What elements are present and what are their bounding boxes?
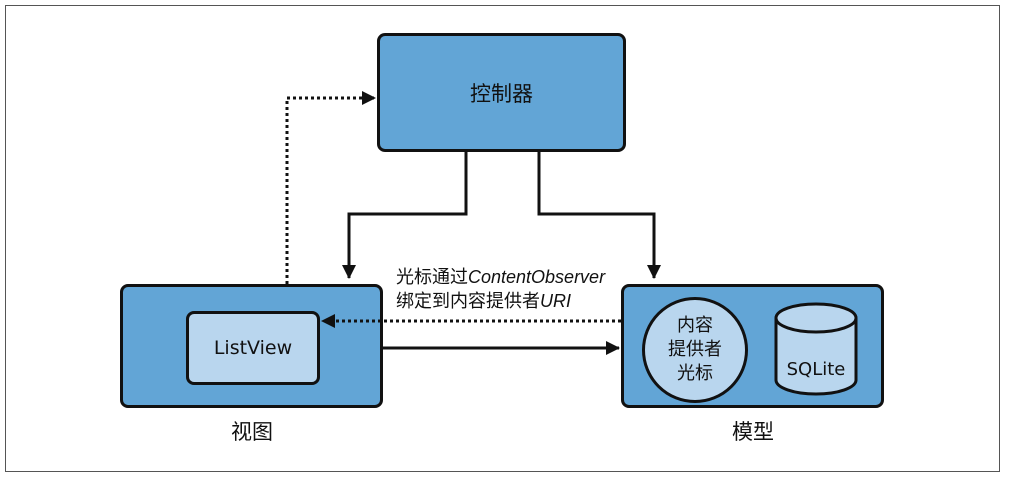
listview-box: ListView bbox=[186, 311, 320, 385]
view-to-controller-dotted-arrow bbox=[285, 91, 376, 284]
sqlite-label: SQLite bbox=[786, 359, 846, 380]
model-box: 内容 提供者 光标 SQLite bbox=[621, 284, 884, 408]
figure-frame bbox=[5, 5, 1000, 472]
cursor-label-line3: 光标 bbox=[677, 363, 713, 384]
controller-to-view-arrow bbox=[342, 152, 468, 279]
annotation-line1: 光标通过ContentObserver bbox=[396, 267, 606, 287]
content-provider-cursor-circle: 内容 提供者 光标 bbox=[642, 297, 748, 403]
sqlite-database-icon bbox=[774, 302, 858, 396]
cursor-label-line2: 提供者 bbox=[668, 339, 722, 360]
controller-label: 控制器 bbox=[470, 81, 533, 106]
listview-label: ListView bbox=[213, 337, 293, 359]
cursor-label-line1: 内容 bbox=[677, 315, 713, 336]
model-caption: 模型 bbox=[732, 420, 774, 444]
binding-annotation: 光标通过ContentObserver 绑定到内容提供者URI bbox=[396, 265, 605, 313]
view-caption: 视图 bbox=[231, 420, 273, 444]
view-box: ListView bbox=[120, 284, 383, 408]
controller-to-model-arrow bbox=[537, 152, 661, 279]
controller-box: 控制器 bbox=[377, 33, 626, 152]
annotation-line2: 绑定到内容提供者URI bbox=[396, 291, 571, 311]
